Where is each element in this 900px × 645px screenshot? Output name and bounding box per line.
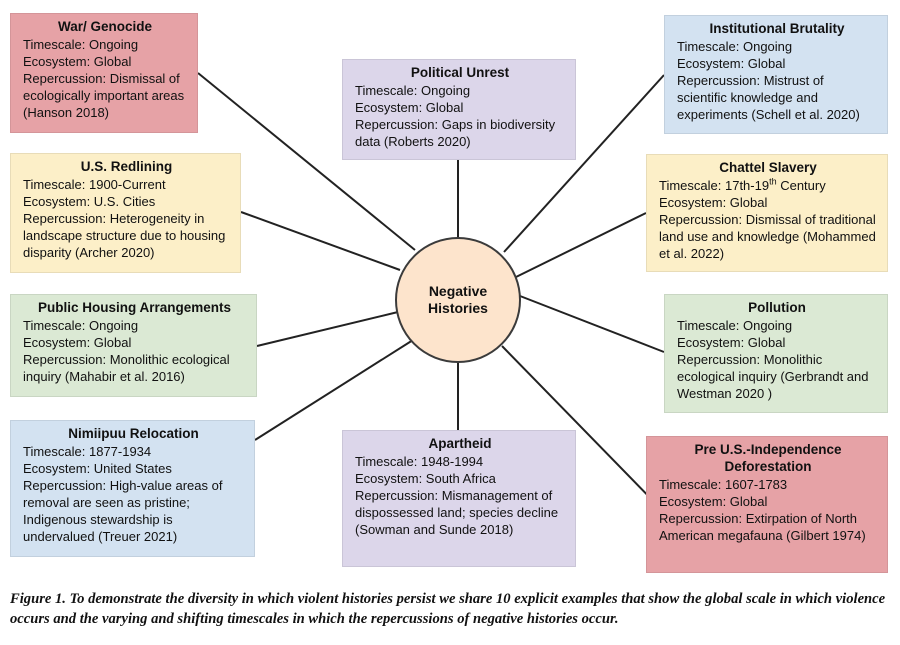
box-title: U.S. Redlining [80, 159, 173, 174]
timescale-text: Timescale: Ongoing [355, 83, 471, 98]
timescale-text: Timescale: Ongoing [677, 318, 793, 333]
timescale-text: Timescale: 1900-Current [23, 177, 166, 192]
repercussion-text: Repercussion: Dismissal of ecologically … [23, 71, 188, 120]
ecosystem-text: Ecosystem: Global [659, 494, 768, 509]
box-pollution: Pollution Timescale: Ongoing Ecosystem: … [664, 294, 888, 413]
box-title: War/ Genocide [57, 19, 153, 34]
box-war-genocide: War/ Genocide Timescale: Ongoing Ecosyst… [10, 13, 198, 133]
center-node-negative-histories: Negative Histories [395, 237, 521, 363]
timescale-prefix: Timescale: 17th-19 [659, 178, 770, 193]
connector-redlining [240, 211, 401, 271]
timescale-text: Timescale: Ongoing [23, 318, 139, 333]
connector-deforestation [501, 345, 663, 511]
box-title: Nimiipuu Relocation [68, 426, 199, 441]
box-title: Political Unrest [410, 65, 510, 80]
timescale-text: Timescale: Ongoing [677, 39, 793, 54]
repercussion-text: Repercussion: Gaps in biodiversity data … [355, 117, 559, 149]
ecosystem-text: Ecosystem: Global [23, 54, 132, 69]
box-apartheid: Apartheid Timescale: 1948-1994 Ecosystem… [342, 430, 576, 567]
ecosystem-text: Ecosystem: South Africa [355, 471, 496, 486]
connector-institutional [503, 74, 665, 253]
connector-lines [197, 72, 665, 511]
box-title: Public Housing Arrangements [37, 300, 232, 315]
timescale-text: Timescale: Ongoing [23, 37, 139, 52]
ecosystem-text: Ecosystem: Global [355, 100, 464, 115]
timescale-text: Timescale: 1877-1934 [23, 444, 152, 459]
box-nimiipuu-relocation: Nimiipuu Relocation Timescale: 1877-1934… [10, 420, 255, 557]
box-public-housing: Public Housing Arrangements Timescale: O… [10, 294, 257, 397]
ecosystem-text: Ecosystem: Global [23, 335, 132, 350]
timescale-suffix: Century [776, 178, 826, 193]
box-title: Pollution [748, 300, 806, 315]
ordinal-suffix: th [769, 176, 777, 187]
timescale-text: Timescale: 1607-1783 [659, 477, 788, 492]
box-title: Pre U.S.-Independence [694, 442, 842, 457]
connector-housing [256, 311, 399, 347]
box-deforestation: Pre U.S.-Independence Deforestation Time… [646, 436, 888, 573]
center-label-line2: Histories [428, 300, 488, 316]
connector-war [197, 72, 416, 251]
repercussion-text: Repercussion: Monolithic ecological inqu… [23, 352, 234, 384]
repercussion-text: Repercussion: Mistrust of scientific kno… [677, 73, 860, 122]
box-us-redlining: U.S. Redlining Timescale: 1900-Current E… [10, 153, 241, 273]
figure-caption: Figure 1. To demonstrate the diversity i… [10, 591, 886, 627]
ecosystem-text: Ecosystem: U.S. Cities [23, 194, 156, 209]
repercussion-text: Repercussion: Monolithic ecological inqu… [677, 352, 873, 401]
ecosystem-text: Ecosystem: Global [677, 335, 786, 350]
box-institutional-brutality: Institutional Brutality Timescale: Ongoi… [664, 15, 888, 134]
repercussion-text: Repercussion: High-value areas of remova… [23, 478, 227, 544]
repercussion-text: Repercussion: Mismanagement of disposses… [355, 488, 562, 537]
repercussion-text: Repercussion: Dismissal of traditional l… [659, 212, 880, 261]
connector-slavery [515, 212, 647, 278]
ecosystem-text: Ecosystem: Global [659, 195, 768, 210]
box-political-unrest: Political Unrest Timescale: Ongoing Ecos… [342, 59, 576, 160]
box-title: Institutional Brutality [709, 21, 845, 36]
center-label-line1: Negative [428, 283, 488, 299]
repercussion-text: Repercussion: Heterogeneity in landscape… [23, 211, 229, 260]
negative-histories-diagram: War/ Genocide Timescale: Ongoing Ecosyst… [10, 13, 888, 573]
box-title: Apartheid [428, 436, 492, 451]
box-chattel-slavery: Chattel Slavery Timescale: 17th-19th Cen… [646, 154, 888, 272]
box-title: Chattel Slavery [719, 160, 817, 175]
repercussion-text: Repercussion: Extirpation of North Ameri… [659, 511, 866, 543]
timescale-text: Timescale: 17th-19th Century [659, 177, 877, 194]
connector-nimiipuu [254, 339, 414, 441]
ecosystem-text: Ecosystem: United States [23, 461, 172, 476]
timescale-text: Timescale: 1948-1994 [355, 454, 484, 469]
connector-pollution [519, 295, 665, 353]
ecosystem-text: Ecosystem: Global [677, 56, 786, 71]
box-title-second-line: Deforestation [724, 459, 812, 474]
